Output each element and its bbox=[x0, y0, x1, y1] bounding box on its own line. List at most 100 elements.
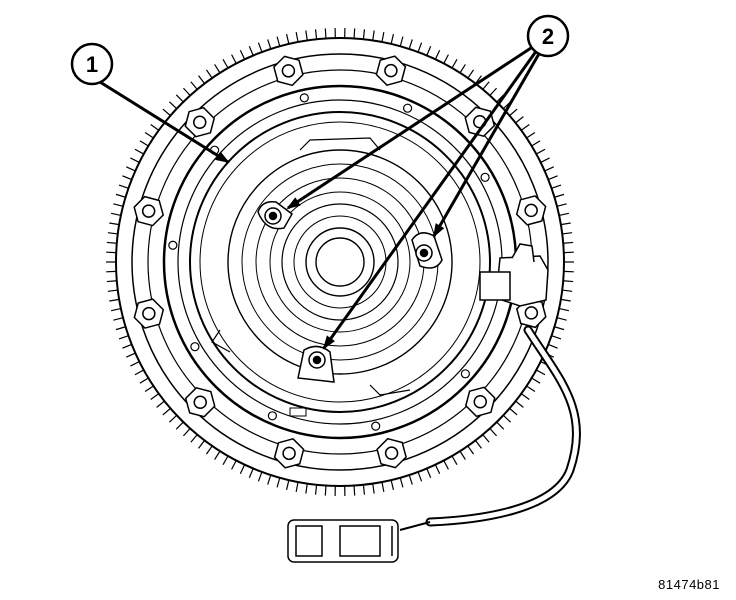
gear-tooth bbox=[110, 307, 122, 312]
gear-tooth bbox=[175, 94, 184, 103]
gear-tooth bbox=[198, 440, 206, 449]
gear-tooth bbox=[110, 212, 122, 217]
flexplate-lug bbox=[133, 195, 165, 227]
converter-bolt-right bbox=[411, 232, 443, 269]
flexplate-lug bbox=[273, 55, 304, 87]
gear-tooth bbox=[362, 484, 366, 495]
gear-tooth bbox=[390, 479, 395, 490]
gear-tooth bbox=[353, 485, 356, 496]
gear-tooth bbox=[267, 474, 272, 485]
gear-tooth bbox=[150, 123, 160, 131]
gear-tooth bbox=[231, 460, 237, 470]
gear-tooth bbox=[544, 166, 555, 172]
gear-tooth bbox=[372, 30, 375, 41]
gear-tooth bbox=[426, 468, 432, 478]
gear-tooth bbox=[520, 393, 530, 401]
gear-tooth bbox=[474, 440, 482, 449]
gear-tooth bbox=[324, 485, 327, 496]
figure-id: 81474b81 bbox=[658, 577, 720, 592]
gear-tooth bbox=[118, 184, 129, 189]
gear-tooth bbox=[551, 184, 562, 189]
gear-tooth bbox=[426, 46, 432, 56]
converter-bolt-top bbox=[257, 200, 293, 230]
gear-tooth bbox=[130, 361, 140, 367]
gear-tooth bbox=[536, 148, 546, 155]
gear-tooth bbox=[563, 241, 574, 244]
converter-bolt-bottom bbox=[297, 345, 335, 383]
callout-1: 1 bbox=[70, 42, 230, 164]
gear-tooth bbox=[134, 369, 144, 376]
gear-tooth bbox=[125, 166, 136, 172]
gear-tooth bbox=[115, 326, 126, 331]
gear-tooth bbox=[467, 69, 475, 79]
gear-tooth bbox=[399, 477, 404, 488]
gear-tooth bbox=[122, 343, 132, 349]
gear-tooth bbox=[122, 175, 132, 181]
gear-tooth bbox=[434, 464, 441, 474]
gear-tooth bbox=[408, 474, 413, 485]
gear-tooth bbox=[489, 87, 498, 96]
flexplate-lug bbox=[376, 437, 407, 469]
gear-tooth bbox=[222, 59, 229, 69]
gear-tooth bbox=[144, 132, 154, 139]
flexplate-lug bbox=[184, 386, 216, 418]
gear-tooth bbox=[267, 39, 272, 50]
gear-tooth bbox=[190, 81, 198, 90]
gear-tooth bbox=[169, 414, 178, 423]
gear-tooth bbox=[502, 414, 511, 423]
gear-tooth bbox=[285, 479, 290, 490]
gear-tooth bbox=[554, 193, 565, 198]
gear-tooth bbox=[362, 29, 366, 40]
gear-tooth bbox=[109, 222, 120, 226]
gear-tooth bbox=[239, 50, 246, 60]
gear-tooth bbox=[560, 298, 571, 302]
gear-tooth bbox=[139, 140, 149, 147]
flexplate-lug bbox=[375, 55, 407, 87]
gear-tooth bbox=[214, 450, 221, 460]
gear-tooth bbox=[563, 280, 574, 283]
gear-tooth bbox=[417, 42, 423, 53]
gear-tooth bbox=[198, 75, 206, 84]
gear-tooth bbox=[390, 34, 395, 45]
gear-tooth bbox=[531, 377, 541, 384]
gear-tooth bbox=[353, 28, 356, 39]
rivet bbox=[190, 342, 200, 352]
rivet bbox=[480, 172, 490, 182]
rivet bbox=[460, 369, 470, 379]
gear-tooth bbox=[248, 468, 254, 478]
gear-tooth bbox=[434, 50, 441, 60]
gear-tooth bbox=[408, 39, 413, 50]
flexplate-lug bbox=[464, 386, 496, 418]
gear-tooth bbox=[467, 445, 475, 455]
gear-tooth bbox=[558, 307, 570, 312]
gear-tooth bbox=[509, 407, 518, 416]
gear-tooth bbox=[190, 434, 198, 443]
gear-tooth bbox=[107, 232, 118, 235]
gear-tooth bbox=[109, 298, 120, 302]
gear-tooth bbox=[314, 29, 318, 40]
gear-tooth bbox=[113, 203, 124, 207]
gear-tooth bbox=[417, 471, 423, 482]
gear-tooth bbox=[156, 400, 165, 408]
gear-tooth bbox=[162, 108, 171, 117]
speed-sensor-harness bbox=[287, 243, 581, 563]
gear-tooth bbox=[139, 377, 149, 384]
gear-tooth bbox=[305, 30, 308, 41]
gear-tooth bbox=[548, 343, 558, 349]
gear-tooth bbox=[443, 54, 449, 64]
gear-tooth bbox=[536, 369, 546, 376]
rivet bbox=[267, 411, 277, 421]
gear-tooth bbox=[295, 32, 299, 43]
gear-tooth bbox=[162, 407, 171, 416]
gear-tooth bbox=[205, 69, 213, 79]
flexplate-bolt-lugs bbox=[133, 55, 547, 469]
callout-1-label: 1 bbox=[86, 52, 98, 77]
gear-tooth bbox=[106, 280, 117, 283]
gear-tooth bbox=[118, 335, 129, 340]
gear-tooth bbox=[130, 157, 140, 163]
converter-rivets bbox=[168, 93, 512, 431]
gear-tooth bbox=[531, 140, 541, 147]
gear-tooth bbox=[482, 434, 490, 443]
gear-tooth bbox=[560, 222, 571, 226]
